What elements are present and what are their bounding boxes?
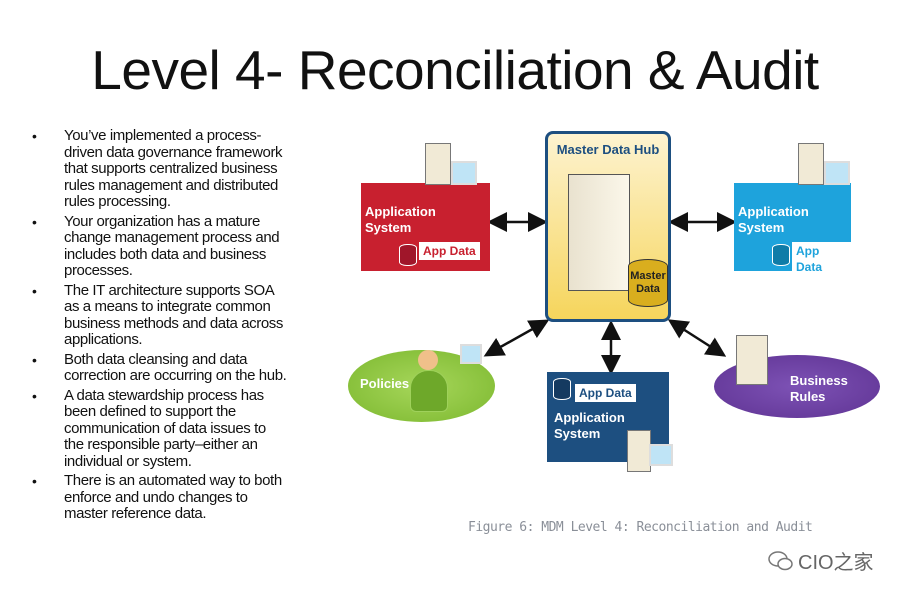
bullet-dot: • bbox=[32, 213, 37, 230]
app-label-1: Application bbox=[738, 204, 809, 219]
bullet-line: individual or system. bbox=[64, 452, 192, 470]
monitor-icon bbox=[824, 161, 850, 185]
application-system-cyan: Application System App Data bbox=[734, 143, 851, 276]
app-data-label: App Data bbox=[419, 242, 480, 260]
bullet-dot: • bbox=[32, 387, 37, 404]
watermark-text: CIO之家 bbox=[798, 552, 874, 574]
bullet-line: master reference data. bbox=[64, 505, 207, 522]
bullet-line: rules management and distributed bbox=[64, 176, 279, 194]
database-icon bbox=[399, 244, 417, 266]
person-icon bbox=[418, 350, 438, 370]
rules-label-2: Rules bbox=[790, 389, 826, 404]
app-label-2: System bbox=[738, 220, 785, 235]
bullet-line: business methods and data across bbox=[64, 314, 284, 332]
db-label-1: Master bbox=[630, 270, 666, 282]
watermark: CIO之家 bbox=[768, 546, 874, 575]
app-label-1: Application bbox=[365, 204, 436, 219]
bullet-line: enforce and undo changes to bbox=[64, 488, 248, 506]
bullet-line: includes both data and business bbox=[64, 245, 266, 263]
figure-caption: Figure 6: MDM Level 4: Reconciliation an… bbox=[468, 520, 813, 535]
bullet-line: as a means to integrate common bbox=[64, 298, 271, 315]
server-icon bbox=[568, 174, 630, 291]
arrow-hub-policies bbox=[483, 319, 550, 357]
computer-icon bbox=[798, 143, 824, 185]
bullet-line: A data stewardship process has bbox=[64, 386, 264, 404]
bullet-line: communication of data issues to bbox=[64, 419, 266, 437]
app-label-2: System bbox=[365, 220, 412, 235]
app-data-label: App Data bbox=[792, 242, 851, 276]
application-system-navy: App Data Application System bbox=[547, 372, 673, 472]
policies-label: Policies bbox=[360, 376, 410, 391]
database-icon bbox=[553, 378, 571, 400]
bullet-item: • You’ve implemented a process-driven dat… bbox=[30, 127, 340, 211]
monitor-icon bbox=[649, 444, 673, 466]
bullet-dot: • bbox=[32, 473, 37, 489]
wechat-icon bbox=[768, 550, 793, 570]
master-data-cylinder: Master Data bbox=[628, 259, 668, 307]
app-data-label: App Data bbox=[575, 384, 636, 402]
bullet-dot: • bbox=[32, 351, 37, 368]
bullet-line: You’ve implemented a process- bbox=[64, 127, 262, 144]
computer-icon bbox=[425, 143, 451, 185]
person-body-icon bbox=[410, 370, 448, 412]
database-icon bbox=[772, 244, 790, 266]
bullet-line: been defined to support the bbox=[64, 403, 236, 420]
rules-label-1: Business bbox=[790, 373, 848, 388]
bullet-dot: • bbox=[32, 128, 37, 144]
server-icon bbox=[736, 335, 768, 385]
master-data-hub: Master Data Hub Master Data bbox=[545, 131, 671, 322]
hub-title: Master Data Hub bbox=[556, 142, 660, 157]
business-rules-ellipse: Business Rules bbox=[714, 335, 880, 418]
bullet-line: There is an automated way to both bbox=[64, 472, 282, 489]
bullet-line: correction are occurring on the hub. bbox=[64, 367, 287, 384]
slide-title: Level 4- Reconciliation & Audit bbox=[91, 39, 819, 101]
bullet-line: the responsible party–either an bbox=[64, 436, 258, 453]
monitor-icon bbox=[451, 161, 477, 185]
app-label-2: System bbox=[554, 426, 601, 441]
bullet-dot: • bbox=[32, 282, 37, 299]
bullet-line: that supports centralized business bbox=[64, 160, 278, 177]
monitor-icon bbox=[460, 344, 482, 364]
bullet-line: Your organization has a mature bbox=[64, 212, 260, 230]
bullet-line: applications. bbox=[64, 331, 143, 348]
app-label-1: Application bbox=[554, 410, 625, 425]
application-system-red: Application System App Data bbox=[361, 143, 490, 271]
bullet-list: • You’ve implemented a process-driven dat… bbox=[30, 127, 340, 526]
bullet-line: processes. bbox=[64, 262, 133, 279]
arrow-hub-rules bbox=[667, 319, 727, 357]
bullet-line: change management process and bbox=[64, 229, 280, 246]
computer-icon bbox=[627, 430, 651, 472]
bullet-line: rules processing. bbox=[64, 193, 171, 210]
policies-ellipse: Policies bbox=[348, 344, 495, 422]
bullet-line: The IT architecture supports SOA bbox=[64, 281, 275, 299]
db-label-2: Data bbox=[636, 283, 660, 295]
bullet-line: Both data cleansing and data bbox=[64, 350, 248, 368]
bullet-line: driven data governance framework bbox=[64, 143, 283, 161]
